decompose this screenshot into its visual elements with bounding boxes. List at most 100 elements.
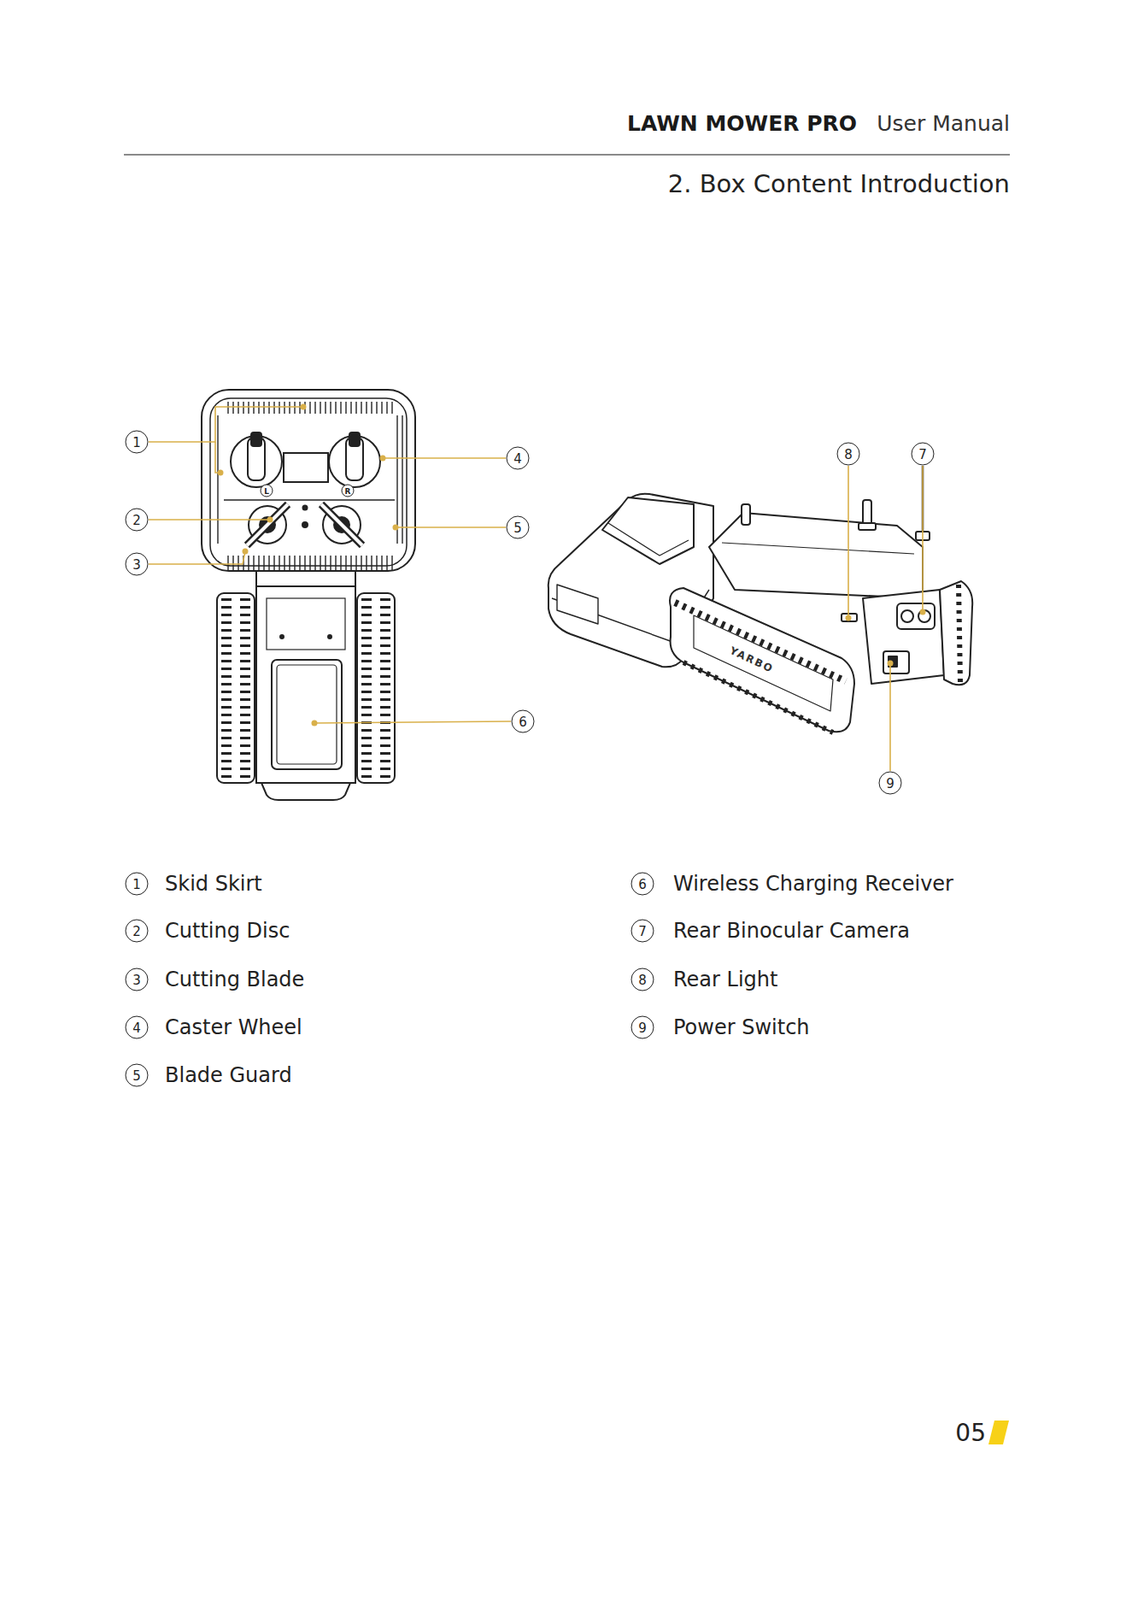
list-number: 7 (631, 919, 655, 943)
leader-lines (148, 518, 270, 521)
list-number: 8 (631, 967, 655, 992)
leader-lines (395, 526, 506, 528)
leader-lines (889, 662, 892, 771)
mower-top-view (246, 504, 288, 546)
leader-lines (382, 457, 506, 459)
mower-top-view (266, 598, 346, 650)
mower-top-view (246, 504, 288, 546)
leader-dots (920, 609, 927, 616)
mower-rear-view (883, 651, 910, 674)
callout-number: 1 (125, 430, 149, 454)
list-number: 2 (125, 919, 149, 943)
section-title: 2. Box Content Introduction (668, 169, 1010, 199)
mower-top-view (280, 634, 284, 639)
callout-number: 7 (911, 442, 935, 466)
callout-number: 5 (506, 516, 530, 540)
mower-top-view (271, 659, 342, 769)
mower-rear-view (693, 615, 833, 711)
mower-top-view (223, 401, 393, 414)
mower-rear-view (901, 609, 914, 622)
mower-rear-view (939, 580, 973, 685)
mower-rear-view (557, 584, 599, 624)
mower-rear-view (897, 603, 935, 629)
callout-number: 2 (125, 508, 149, 532)
part-name: Cutting Disc (164, 918, 290, 943)
mower-top-view (328, 634, 332, 639)
list-number: 3 (125, 967, 149, 992)
side-marker: R (341, 484, 355, 498)
side-marker: L (260, 484, 274, 498)
part-name: Caster Wheel (164, 1014, 303, 1039)
leader-lines (215, 441, 221, 473)
mower-rear-view (858, 522, 876, 530)
callout-number: 6 (511, 709, 535, 734)
leader-lines (148, 406, 923, 771)
mower-rear-view (958, 584, 961, 682)
mower-rear-view (841, 613, 857, 622)
mower-top-view (349, 432, 360, 446)
mower-top-view (261, 782, 351, 800)
callout-number: 8 (837, 442, 861, 466)
part-name: Power Switch (673, 1014, 810, 1039)
leader-dots (300, 404, 307, 411)
mower-rear-view (741, 504, 751, 525)
header-product: LAWN MOWER PRO (627, 111, 857, 136)
leader-dots (242, 548, 249, 555)
mower-top-view (201, 389, 416, 571)
mower-top-view (256, 570, 356, 587)
list-number: 4 (125, 1015, 149, 1039)
mower-top-view (394, 415, 404, 544)
leader-dots (217, 404, 927, 727)
leader-lines (921, 465, 924, 612)
mower-top-view (201, 389, 416, 800)
part-name: Rear Light (673, 967, 778, 992)
part-name: Skid Skirt (164, 871, 263, 896)
mower-rear-view (862, 589, 945, 684)
callout-number: 3 (125, 552, 149, 576)
mower-top-view (283, 452, 329, 482)
leader-dots (311, 720, 318, 727)
list-number: 5 (125, 1063, 149, 1087)
mower-top-view (231, 598, 241, 778)
list-number: 9 (631, 1015, 655, 1039)
list-number: 1 (125, 872, 149, 896)
leader-lines (148, 551, 246, 564)
callout-number: 4 (506, 446, 530, 470)
mower-rear-view (669, 587, 855, 732)
mower-top-view (371, 598, 381, 778)
mower-top-view (223, 555, 393, 571)
list-number: 6 (631, 872, 655, 896)
leader-dots (845, 615, 852, 622)
mower-rear-view (721, 542, 915, 554)
leader-dots (217, 469, 224, 476)
mower-top-view (302, 522, 308, 528)
part-name: Cutting Blade (164, 967, 305, 992)
mower-top-view (303, 505, 308, 511)
mower-rear-view (608, 522, 689, 556)
mower-top-view (223, 498, 395, 501)
mower-top-view (251, 432, 262, 446)
mower-top-view (210, 398, 407, 566)
page-number: 05 (955, 1418, 986, 1447)
callout-number: 9 (879, 771, 903, 795)
mower-top-view (321, 504, 363, 546)
part-name: Wireless Charging Receiver (673, 871, 954, 896)
leader-lines (847, 465, 850, 618)
page-mark (988, 1419, 1009, 1444)
mower-top-view (217, 592, 255, 783)
leader-dots (392, 524, 399, 531)
part-name: Blade Guard (164, 1062, 293, 1087)
mower-rear-view (602, 497, 694, 564)
header-rule (123, 153, 1010, 156)
part-name: Rear Binocular Camera (673, 918, 910, 943)
leader-lines (314, 721, 511, 723)
leader-dots (887, 660, 894, 667)
mower-top-view (321, 504, 363, 546)
mower-top-view (361, 598, 391, 778)
header-manual: User Manual (876, 111, 1010, 136)
leader-dots (267, 516, 274, 523)
mower-rear-view (709, 512, 923, 599)
mower-top-view (276, 664, 337, 764)
